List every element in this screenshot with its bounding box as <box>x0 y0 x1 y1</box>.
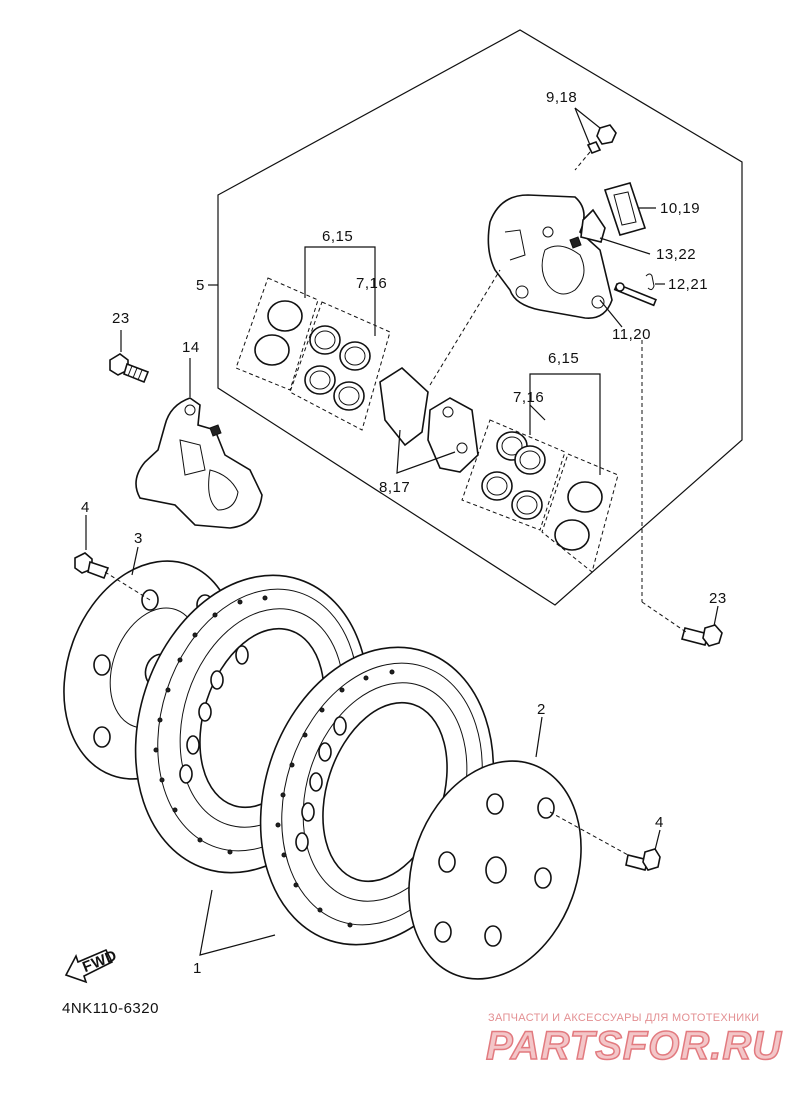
disc-bolt-left <box>74 552 110 580</box>
seal-kit-lower <box>461 419 619 573</box>
label-12-21: 12,21 <box>668 276 708 293</box>
pad-clip <box>580 208 606 243</box>
pad-pin <box>613 282 657 307</box>
forward-arrow-label: FWD <box>80 947 119 976</box>
label-1: 1 <box>193 960 202 977</box>
caliper-bolt-lower <box>681 624 723 647</box>
diagram-code: 4NK110-6320 <box>62 1000 159 1017</box>
pad-spring <box>603 182 647 236</box>
label-6-15-upper: 6,15 <box>322 228 353 245</box>
label-23-lower: 23 <box>709 590 727 607</box>
disc-bolt-right <box>625 848 661 871</box>
label-4-left: 4 <box>81 499 90 516</box>
watermark-subtitle: ЗАПЧАСТИ И АКСЕССУАРЫ ДЛЯ МОТОТЕХНИКИ <box>488 1012 760 1024</box>
forward-arrow-icon: FWD <box>64 947 120 984</box>
label-7-16-lower: 7,16 <box>513 389 544 406</box>
label-3: 3 <box>134 530 143 547</box>
label-11-20: 11,20 <box>612 326 651 343</box>
label-8-17: 8,17 <box>379 479 410 496</box>
caliper-lower <box>135 397 263 529</box>
caliper-upper <box>487 194 613 319</box>
label-5: 5 <box>196 277 205 294</box>
label-7-16-upper: 7,16 <box>356 275 387 292</box>
label-14: 14 <box>182 339 200 356</box>
seal-kit-upper <box>235 277 391 431</box>
caliper-bolt-upper <box>109 353 150 384</box>
label-23-upper: 23 <box>112 310 130 327</box>
label-9-18: 9,18 <box>546 89 577 106</box>
brake-pads <box>379 366 479 473</box>
disc-cover-plate <box>408 760 582 980</box>
pin-clip <box>645 273 655 291</box>
label-10-19: 10,19 <box>660 200 700 217</box>
label-6-15-lower: 6,15 <box>548 350 579 367</box>
assembly-outline <box>217 29 743 606</box>
label-4-right: 4 <box>655 814 664 831</box>
bleed-screw <box>574 124 617 171</box>
watermark-logo: PARTSFOR.RU <box>485 1023 783 1069</box>
label-2: 2 <box>537 701 546 718</box>
label-13-22: 13,22 <box>656 246 696 263</box>
